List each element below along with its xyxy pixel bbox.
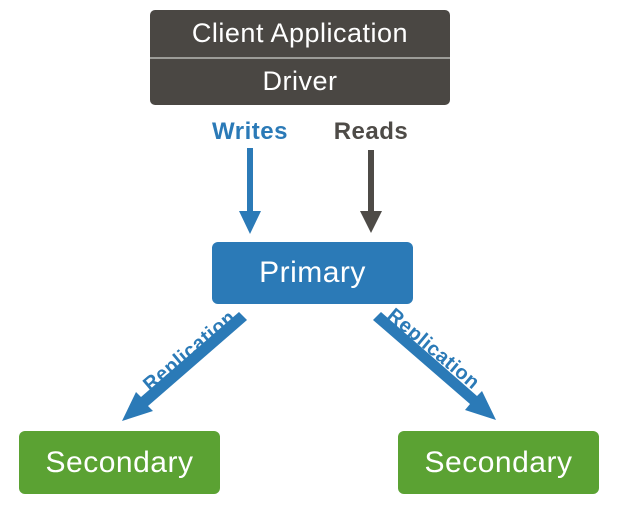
replication-label-right: Replication (382, 304, 484, 394)
writes-arrow (239, 148, 261, 234)
driver-label: Driver (262, 66, 338, 97)
writes-label: Writes (212, 118, 288, 145)
replication-label-left: Replication (139, 306, 241, 396)
client-driver-divider (150, 56, 450, 59)
primary-node: Primary (212, 242, 413, 304)
client-application-box: Client Application Driver (150, 10, 450, 105)
reads-arrow (360, 150, 382, 233)
reads-label: Reads (333, 118, 409, 145)
client-application-label: Client Application (191, 17, 409, 48)
secondary-node-left: Secondary (19, 431, 220, 494)
secondary-node-right: Secondary (398, 431, 599, 494)
